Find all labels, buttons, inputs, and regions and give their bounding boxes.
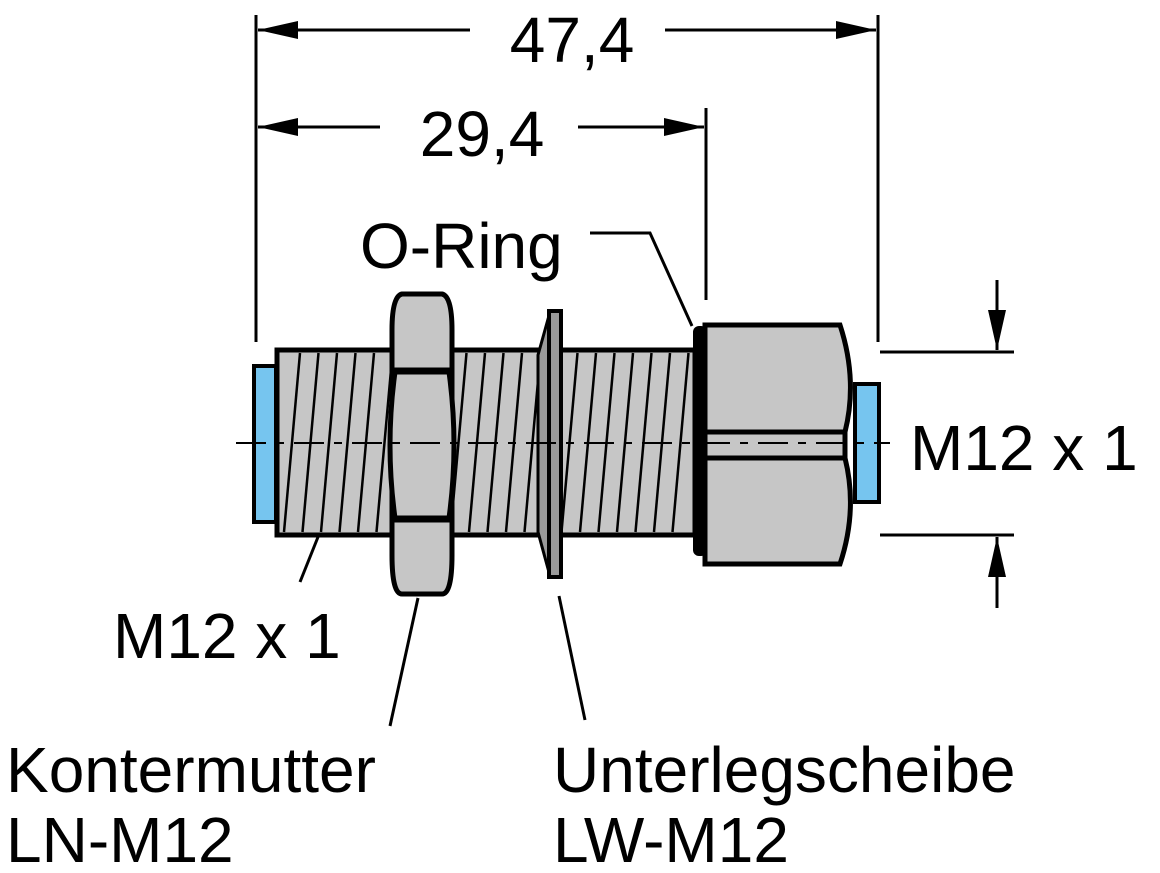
hex-connector-head xyxy=(702,322,853,567)
thread-line xyxy=(282,352,302,533)
leader-lines xyxy=(298,231,694,727)
o-ring-label: O-Ring xyxy=(360,210,563,282)
washer-code: LW-M12 xyxy=(553,804,789,873)
thread-line xyxy=(338,352,357,533)
dimension-thread-label: 29,4 xyxy=(420,98,545,170)
dimension-overall: 47,4 xyxy=(258,4,876,76)
dimension-thread: 29,4 xyxy=(258,98,704,170)
thread-left-label: M12 x 1 xyxy=(113,600,341,672)
thread-right-label: M12 x 1 xyxy=(910,412,1138,484)
thread-line xyxy=(671,352,690,533)
dimension-overall-label: 47,4 xyxy=(510,4,635,76)
washer-name: Unterlegscheibe xyxy=(553,734,1016,806)
thread-line xyxy=(319,352,339,533)
extension-lines xyxy=(254,15,1014,537)
lock-nut-name: Kontermutter xyxy=(6,734,376,806)
lock-nut-code: LN-M12 xyxy=(6,804,234,873)
